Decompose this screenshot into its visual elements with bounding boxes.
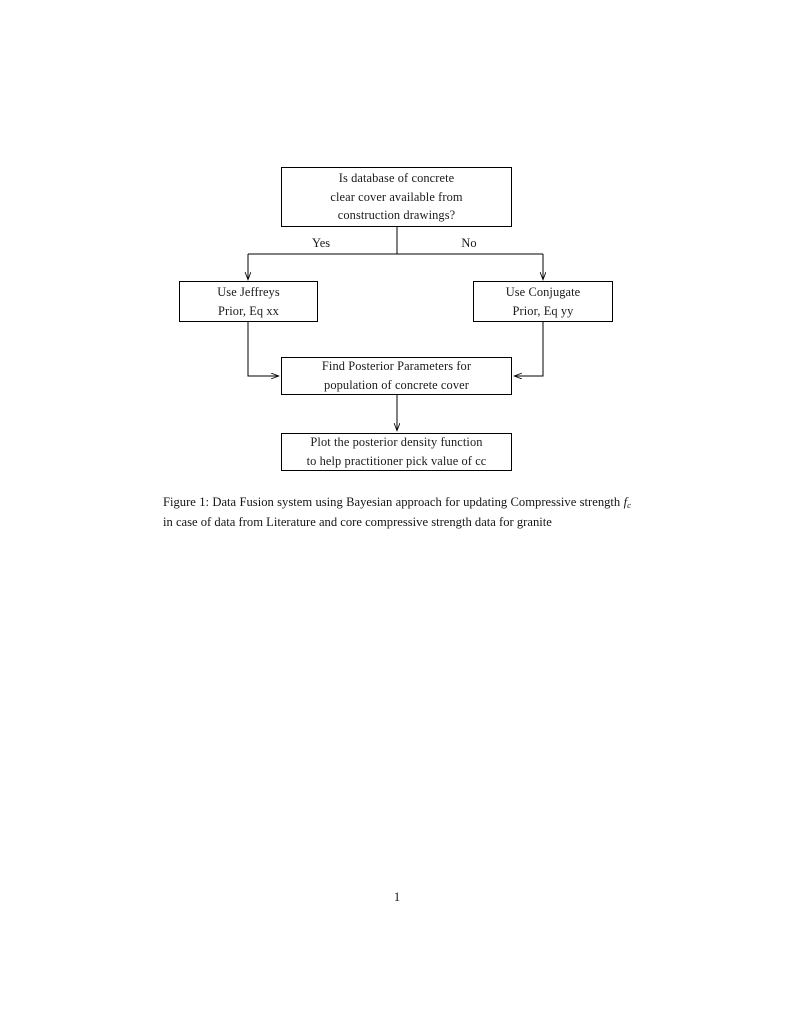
caption-label: Figure 1: bbox=[163, 495, 210, 509]
edge-label-no: No bbox=[461, 236, 477, 250]
node-question-line-2: clear cover available from bbox=[330, 189, 463, 204]
node-plot-line-1: Plot the posterior density function bbox=[310, 435, 483, 450]
node-question-line-1: Is database of concrete bbox=[338, 170, 455, 185]
flowchart-node-conjugate-prior: Use Conjugate Prior, Eq yy bbox=[473, 281, 613, 322]
edge-conjugate-to-posterior bbox=[515, 322, 544, 376]
edge-label-yes: Yes bbox=[311, 236, 331, 250]
node-jeffreys-line-2: Prior, Eq xx bbox=[218, 303, 279, 318]
node-posterior-line-2: population of concrete cover bbox=[324, 378, 469, 392]
caption-text-part-2: in case of data from Literature and core… bbox=[163, 515, 552, 530]
page-number: 1 bbox=[393, 890, 401, 904]
figure-caption: Figure 1: Data Fusion system using Bayes… bbox=[163, 492, 631, 533]
caption-text-part-1: Data Fusion system using Bayesian approa… bbox=[212, 495, 621, 509]
flowchart-node-jeffreys-prior: Use Jeffreys Prior, Eq xx bbox=[179, 281, 318, 322]
flowchart-node-question: Is database of concrete clear cover avai… bbox=[281, 167, 512, 227]
flowchart-figure: Is database of concrete clear cover avai… bbox=[0, 0, 794, 480]
node-plot-line-2: to help practitioner pick value of cc bbox=[306, 454, 487, 468]
node-conjugate-line-1: Use Conjugate bbox=[505, 284, 581, 299]
caption-math-base: f bbox=[623, 495, 628, 509]
flowchart-node-plot-posterior-density: Plot the posterior density function to h… bbox=[281, 433, 512, 471]
caption-math-symbol: fc bbox=[623, 495, 631, 511]
edge-jeffreys-to-posterior bbox=[247, 322, 279, 376]
flowchart-node-find-posterior-parameters: Find Posterior Parameters for population… bbox=[281, 357, 512, 395]
node-conjugate-line-2: Prior, Eq yy bbox=[512, 303, 574, 318]
node-question-line-3: construction drawings? bbox=[337, 208, 456, 223]
flowchart-connectors bbox=[0, 227, 794, 480]
node-posterior-line-1: Find Posterior Parameters for bbox=[321, 359, 472, 374]
caption-math-subscript: c bbox=[627, 500, 631, 511]
node-jeffreys-line-1: Use Jeffreys bbox=[217, 284, 280, 299]
